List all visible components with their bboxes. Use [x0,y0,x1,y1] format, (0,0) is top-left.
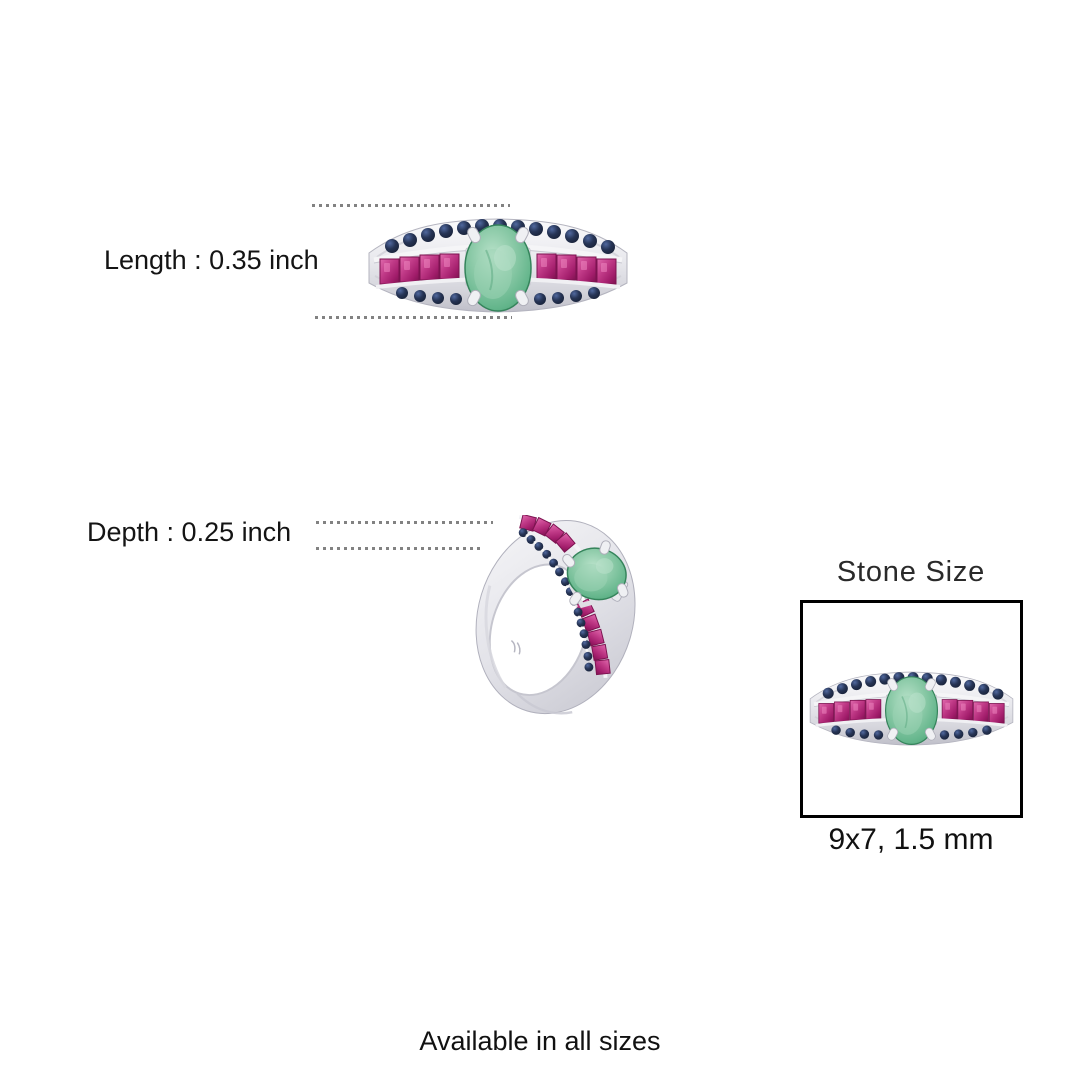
length-label: Length : 0.35 inch [104,245,319,275]
depth-dotted-line-top [316,521,493,524]
stone-size-section: Stone Size 9x7, 1.5 mm [795,556,1027,857]
depth-dotted-line-bottom [316,547,484,550]
stone-size-title: Stone Size [836,556,986,588]
ring-top-view-image [368,210,628,322]
length-dotted-line-bottom [315,316,512,319]
stone-size-box [799,600,1023,818]
stone-size-value: 9x7, 1.5 mm [828,823,994,856]
length-dotted-line-top [312,204,510,207]
depth-label: Depth : 0.25 inch [87,517,292,547]
availability-note: Available in all sizes [419,1026,661,1056]
ring-side-view-image [472,515,644,723]
ring-stone-size-image [809,665,1014,753]
